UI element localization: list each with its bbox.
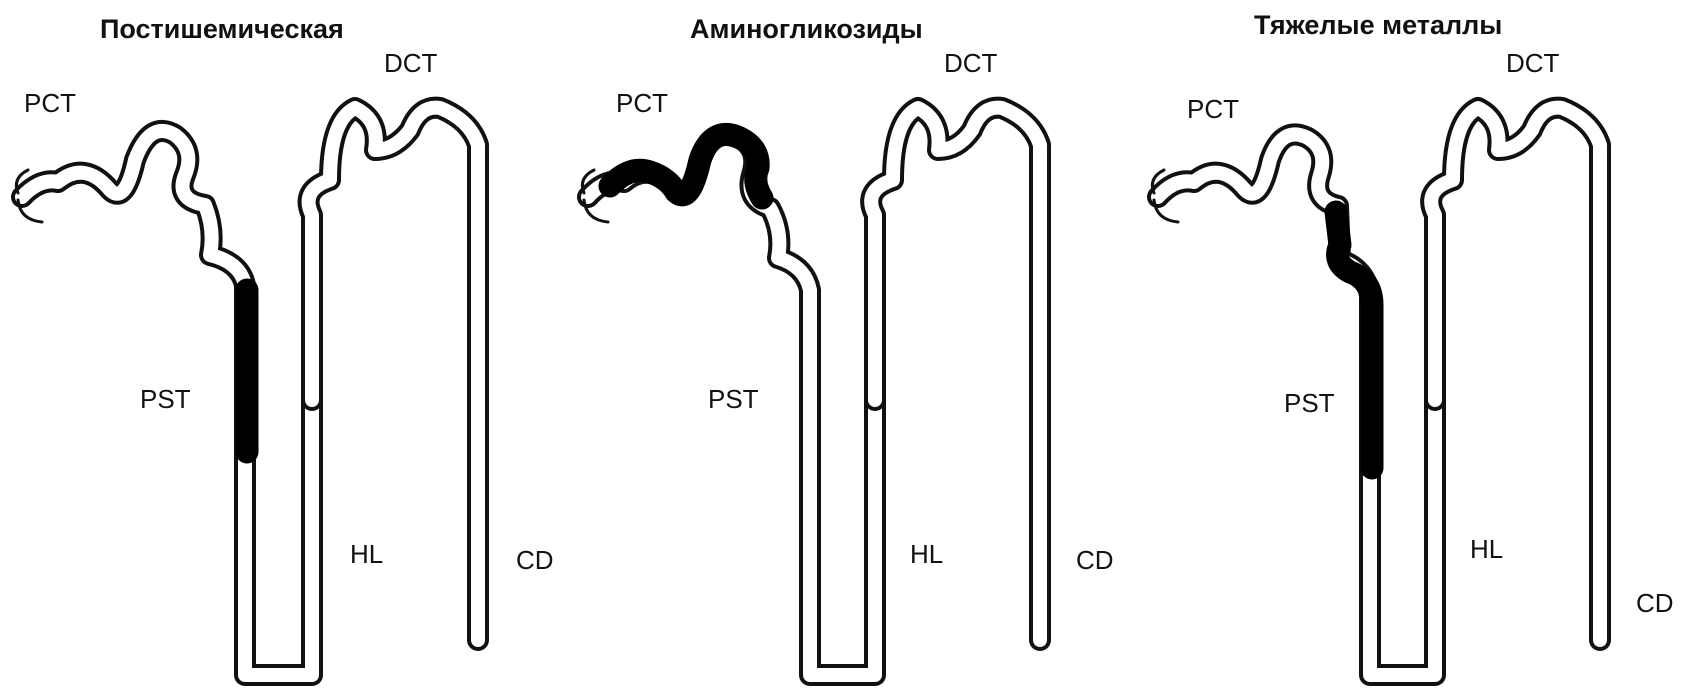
label-hl: HL [910,539,943,569]
panel-title: Постишемическая [100,14,344,44]
label-pct: PCT [616,88,668,118]
panel-title: Тяжелые металлы [1254,10,1502,40]
panel-aminoglycosides: Аминогликозиды PCT DCT PST HL CD [582,14,1113,675]
label-dct: DCT [384,48,438,78]
nephron-tubule-distal [871,108,1040,640]
label-hl: HL [1470,534,1503,564]
label-cd: CD [1636,588,1674,618]
panel-postischemic: Постишемическая PCT DCT PST HL CD [16,14,553,675]
nephron-tubule-distal [1431,108,1600,640]
label-pst: PST [708,384,759,414]
label-pct: PCT [24,88,76,118]
panel-heavy-metals: Тяжелые металлы PCT DCT PST HL CD [1152,10,1673,675]
label-cd: CD [516,545,554,575]
label-pst: PST [140,384,191,414]
label-dct: DCT [1506,48,1560,78]
label-pst: PST [1284,388,1335,418]
label-dct: DCT [944,48,998,78]
lesion-segment [1336,212,1372,468]
label-hl: HL [350,539,383,569]
label-cd: CD [1076,545,1114,575]
label-pct: PCT [1187,94,1239,124]
panel-title: Аминогликозиды [690,14,923,44]
nephron-tubule-distal [309,108,478,640]
